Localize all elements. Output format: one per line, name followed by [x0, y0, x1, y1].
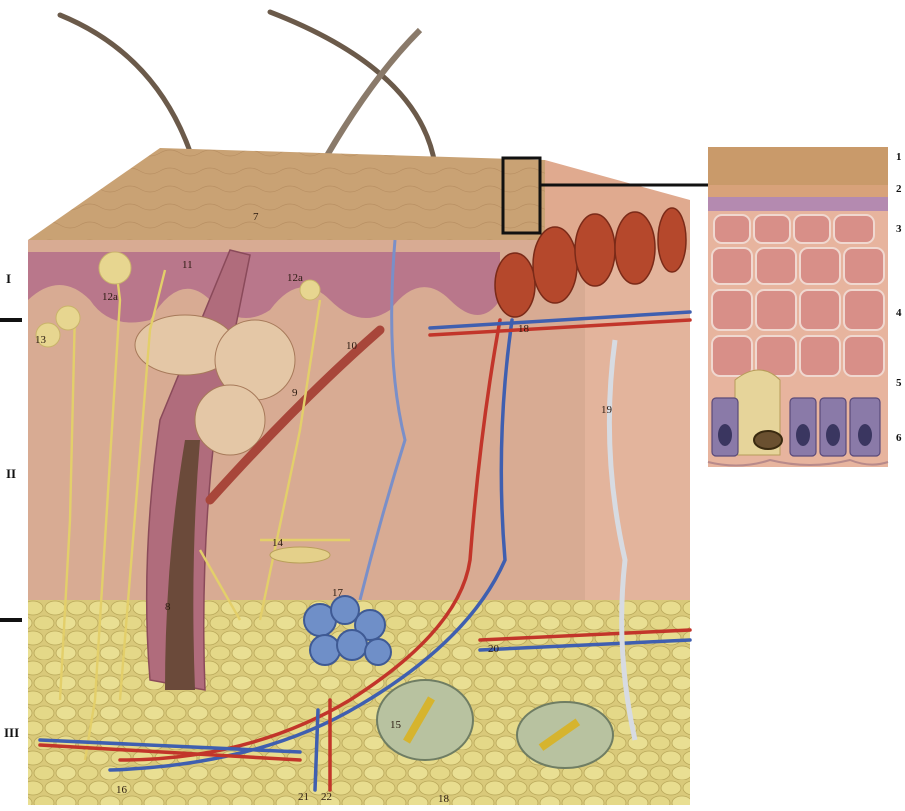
label-18-bottom: 18 — [438, 793, 450, 805]
label-9: 9 — [292, 387, 298, 399]
label-19: 19 — [601, 404, 613, 416]
inset-label-4: 4 — [896, 307, 902, 319]
label-18-top: 18 — [518, 323, 530, 335]
label-11: 11 — [182, 259, 193, 271]
label-7: 7 — [253, 211, 259, 223]
layer-label-epidermis: I — [6, 271, 11, 286]
label-15: 15 — [390, 719, 402, 731]
label-22: 22 — [321, 791, 332, 803]
label-16: 16 — [116, 784, 128, 796]
dermis-right-panel — [585, 250, 690, 610]
label-13: 13 — [35, 334, 47, 346]
label-12a-left: 12a — [102, 291, 118, 303]
label-8: 8 — [165, 601, 171, 613]
hair-shaft-middle — [270, 12, 435, 165]
pacinian-corpuscle — [270, 547, 330, 563]
label-20: 20 — [488, 643, 500, 655]
inset-label-2: 2 — [896, 183, 902, 195]
label-17: 17 — [332, 587, 344, 599]
inset-label-1: 1 — [896, 151, 902, 163]
layer-label-dermis: II — [6, 466, 16, 481]
inset-label-6: 6 — [896, 432, 902, 444]
sebaceous-gland-lower — [195, 385, 265, 455]
block-top-face — [28, 148, 545, 240]
label-12a-right: 12a — [287, 272, 303, 284]
label-21: 21 — [298, 791, 309, 803]
epidermis-inset — [708, 147, 888, 467]
inset-label-5: 5 — [896, 377, 902, 389]
label-14: 14 — [272, 537, 284, 549]
label-10: 10 — [346, 340, 358, 352]
layer-label-hypodermis: III — [4, 725, 19, 740]
inset-label-3: 3 — [896, 223, 902, 235]
